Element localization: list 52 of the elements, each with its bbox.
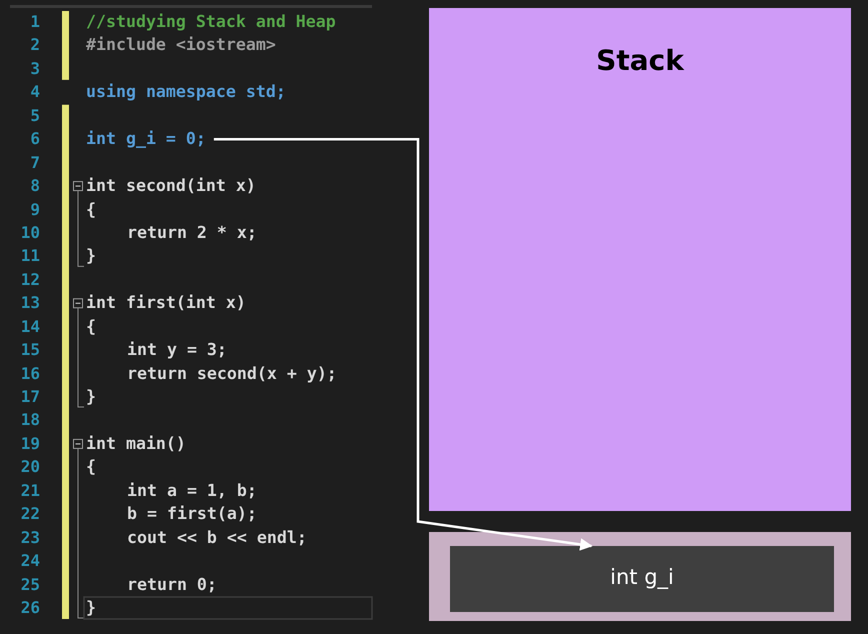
line-number: 9 xyxy=(29,200,40,220)
code-line: { xyxy=(86,316,96,337)
line-number: 8 xyxy=(29,176,40,196)
code-line: #include <iostream> xyxy=(86,35,276,56)
code-line: int main() xyxy=(86,434,186,454)
code-line: int first(int x) xyxy=(86,293,246,314)
data-region xyxy=(429,532,851,621)
line-number: 26 xyxy=(20,598,40,618)
line-number: 12 xyxy=(20,270,40,290)
code-line: return 2 * x; xyxy=(127,222,257,243)
line-number: 20 xyxy=(20,457,40,478)
line-number: 18 xyxy=(20,410,40,430)
code-line: cout << b << endl; xyxy=(127,528,307,548)
line-number: 4 xyxy=(29,82,40,102)
line-number: 21 xyxy=(20,480,40,501)
line-number: 3 xyxy=(29,58,40,79)
code-line: using namespace std; xyxy=(86,82,286,102)
line-number: 22 xyxy=(20,504,40,524)
code-line: } xyxy=(86,598,96,618)
code-line: { xyxy=(86,457,96,478)
line-number: 10 xyxy=(20,222,40,243)
line-number: 24 xyxy=(20,551,40,572)
variable-label: int g_i xyxy=(609,565,675,589)
code-line: int g_i = 0; xyxy=(86,129,206,150)
code-line: //studying Stack and Heap xyxy=(86,12,336,32)
line-number: 23 xyxy=(20,528,40,548)
arrow xyxy=(214,138,593,551)
line-number: 6 xyxy=(29,129,40,150)
line-number: 11 xyxy=(20,246,40,266)
region-title: Stack xyxy=(595,44,686,77)
line-number: 7 xyxy=(29,152,40,173)
variable-box xyxy=(450,546,834,612)
line-number: 17 xyxy=(20,387,40,408)
code-line: b = first(a); xyxy=(127,504,257,524)
line-number: 5 xyxy=(29,106,40,126)
line-number: 19 xyxy=(20,434,40,454)
code-line: return second(x + y); xyxy=(127,364,337,384)
line-number: 14 xyxy=(20,316,40,337)
code-line: } xyxy=(86,387,96,408)
line-number: 25 xyxy=(20,574,40,595)
code-line: int second(int x) xyxy=(86,176,256,196)
line-number: 1 xyxy=(29,12,40,32)
stack-region xyxy=(429,8,851,511)
line-number: 15 xyxy=(20,340,40,360)
line-number: 16 xyxy=(20,364,40,384)
code-line: { xyxy=(86,200,96,220)
line-number: 2 xyxy=(29,35,40,56)
code-line: int y = 3; xyxy=(127,340,227,360)
code-line: return 0; xyxy=(127,574,217,595)
code-line: int a = 1, b; xyxy=(127,480,257,501)
line-number: 13 xyxy=(20,293,40,314)
code-line: } xyxy=(86,246,96,266)
